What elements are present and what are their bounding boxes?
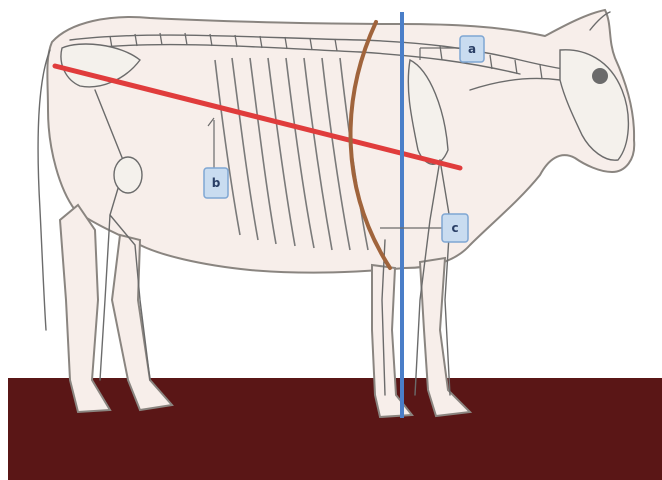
marker-c-label: c <box>451 221 458 235</box>
marker-b-label: b <box>212 176 221 190</box>
ground <box>8 378 662 480</box>
marker-a-label: a <box>468 42 476 56</box>
